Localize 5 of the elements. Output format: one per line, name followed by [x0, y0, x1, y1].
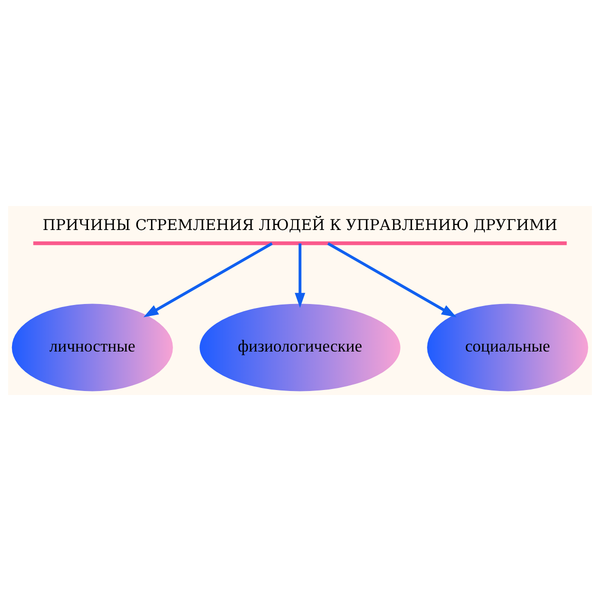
- arrow: [294, 242, 306, 308]
- arrow: [327, 242, 457, 317]
- arrow: [143, 242, 273, 317]
- node-text: ПРИЧИНЫ СТРЕМЛЕНИЯ ЛЮДЕЙ К УПРАВЛЕНИЮ ДРУГИМИ: [42, 216, 558, 234]
- node-ellipse: физиологические: [200, 303, 400, 391]
